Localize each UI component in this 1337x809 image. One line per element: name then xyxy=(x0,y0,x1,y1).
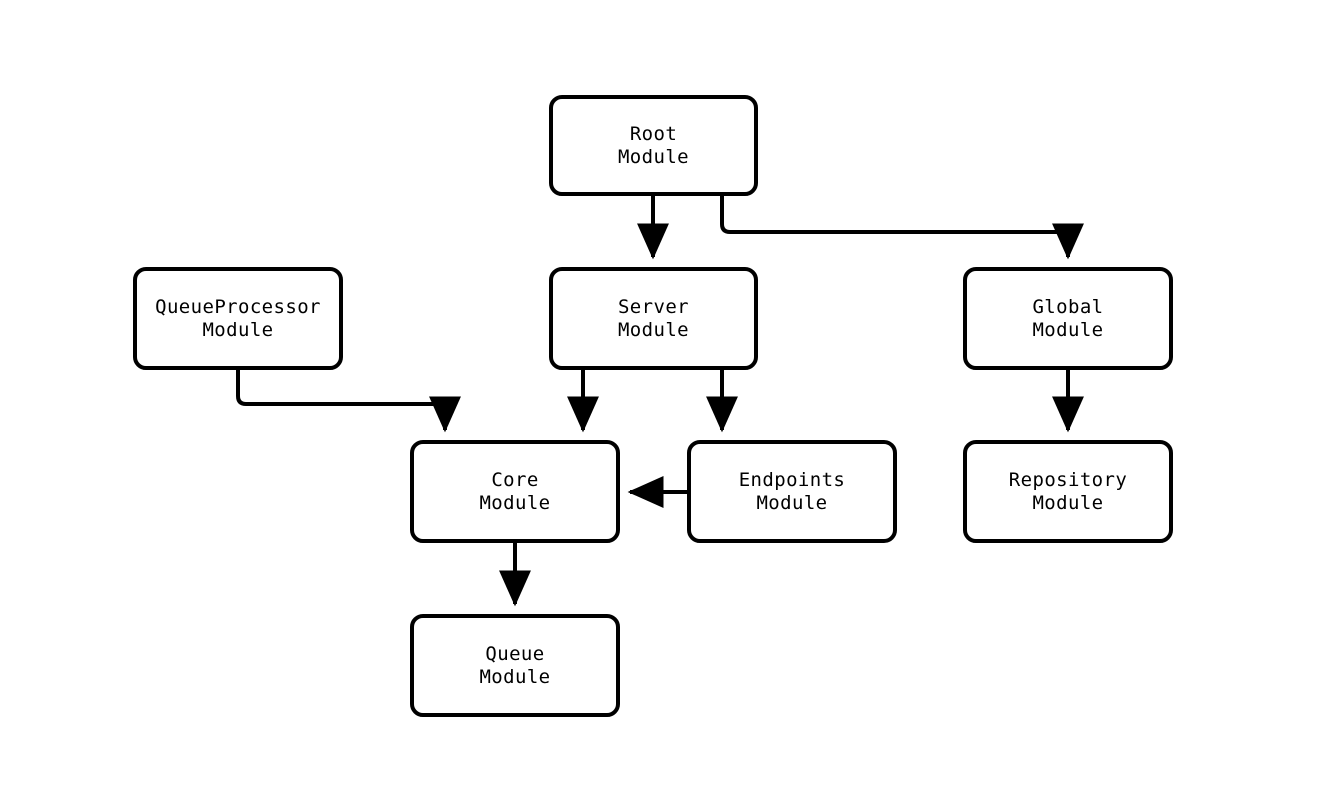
node-root-module[interactable]: Root Module xyxy=(549,95,758,196)
node-label-line2: Module xyxy=(479,491,551,514)
node-label-line2: Module xyxy=(202,318,274,341)
node-label-line1: Endpoints xyxy=(738,468,846,491)
node-server-module[interactable]: Server Module xyxy=(549,267,758,370)
node-endpoints-module[interactable]: Endpoints Module xyxy=(687,440,897,543)
node-queue-module[interactable]: Queue Module xyxy=(410,614,620,717)
node-label-line1: Server xyxy=(617,295,690,318)
node-repository-module[interactable]: Repository Module xyxy=(963,440,1173,543)
node-label-line1: Core xyxy=(491,468,539,491)
node-label-line1: Queue xyxy=(485,642,545,665)
node-label-line2: Module xyxy=(1032,318,1104,341)
node-label-line2: Module xyxy=(1032,491,1104,514)
edge-root-to-global xyxy=(720,196,1084,260)
edge-queueprocessor-to-core xyxy=(236,370,461,433)
node-label-line1: Repository xyxy=(1008,468,1128,491)
node-queueprocessor-module[interactable]: QueueProcessor Module xyxy=(133,267,343,370)
node-label-line2: Module xyxy=(617,318,690,341)
node-label-line2: Module xyxy=(479,665,551,688)
node-label-line1: Global xyxy=(1032,295,1104,318)
node-core-module[interactable]: Core Module xyxy=(410,440,620,543)
node-global-module[interactable]: Global Module xyxy=(963,267,1173,370)
node-label-line2: Module xyxy=(617,145,690,168)
node-label-line1: Root xyxy=(629,122,678,145)
node-label-line2: Module xyxy=(756,491,828,514)
node-label-line1: QueueProcessor xyxy=(155,295,321,318)
